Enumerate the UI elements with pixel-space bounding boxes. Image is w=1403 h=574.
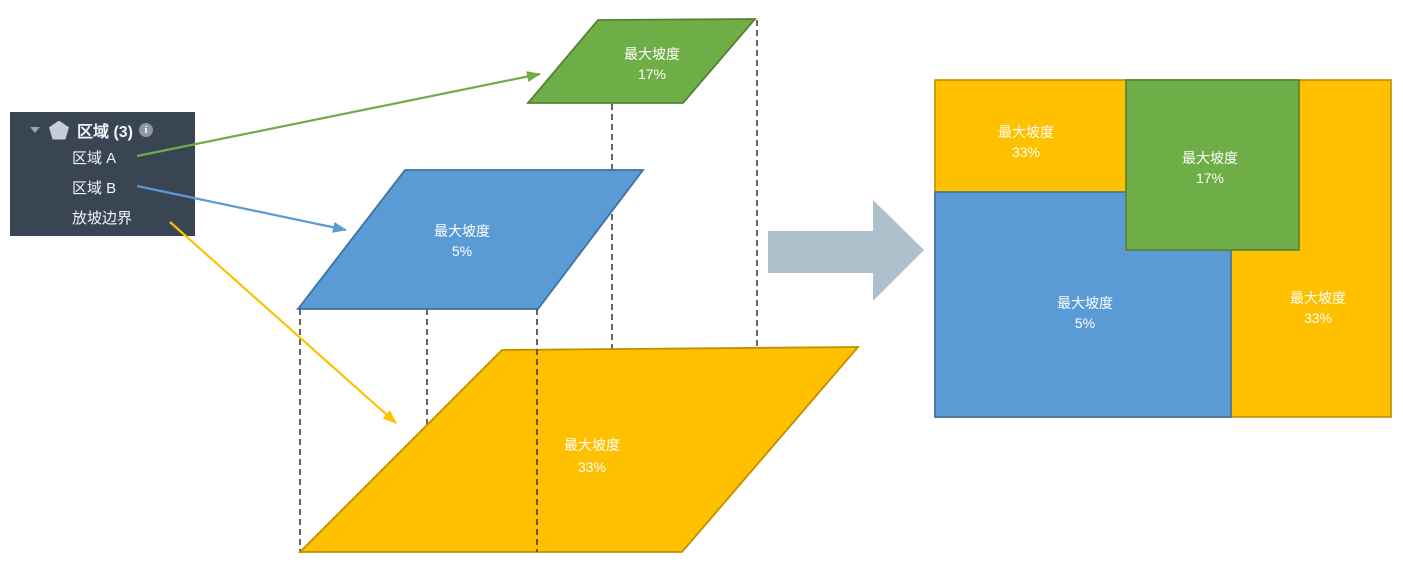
panel-item-label: 区域 B [72, 179, 117, 197]
green-slope-label: 最大坡度 [624, 46, 680, 62]
chevron-down-icon[interactable] [30, 127, 40, 133]
result-right-label: 最大坡度 [1290, 290, 1346, 306]
panel-item-label: 放坡边界 [72, 209, 133, 227]
area-shape-icon [49, 120, 69, 140]
panel-header-row: 区域 (3) i [30, 116, 191, 144]
connector-arrow-slope-boundary [169, 221, 397, 424]
result-topleft-label: 最大坡度 [998, 124, 1054, 140]
yellow-slope-value: 33% [578, 459, 606, 475]
green-slope-value: 17% [638, 66, 666, 82]
result-green-label: 最大坡度 [1182, 150, 1238, 166]
connector-arrow-region-a [136, 71, 541, 158]
panel-item-region-a[interactable]: 区域 A [72, 143, 116, 171]
blue-slope-value: 5% [452, 243, 472, 259]
result-outer-yellow-rect[interactable] [934, 79, 1392, 418]
panel-item-slope-boundary[interactable]: 放坡边界 [72, 203, 132, 231]
big-right-arrow [768, 200, 924, 301]
result-blue-label: 最大坡度 [1057, 295, 1113, 311]
green-slope-parallelogram[interactable] [526, 18, 757, 104]
regions-layer-panel: 区域 (3) i 区域 A 区域 B 放坡边界 [10, 112, 195, 236]
yellow-slope-parallelogram[interactable] [297, 346, 860, 553]
blue-slope-parallelogram[interactable] [296, 169, 645, 310]
info-icon[interactable]: i [139, 123, 154, 137]
result-green-value: 17% [1196, 170, 1224, 186]
panel-title: 区域 (3) [77, 124, 134, 141]
yellow-slope-label: 最大坡度 [564, 437, 620, 453]
panel-item-label: 区域 A [72, 149, 117, 167]
result-blue-rect[interactable] [934, 191, 1232, 418]
result-green-rect[interactable] [1125, 79, 1300, 251]
result-right-value: 33% [1304, 310, 1332, 326]
result-blue-value: 5% [1075, 315, 1095, 331]
blue-slope-label: 最大坡度 [434, 223, 490, 239]
result-topleft-value: 33% [1012, 144, 1040, 160]
panel-item-region-b[interactable]: 区域 B [72, 173, 116, 201]
